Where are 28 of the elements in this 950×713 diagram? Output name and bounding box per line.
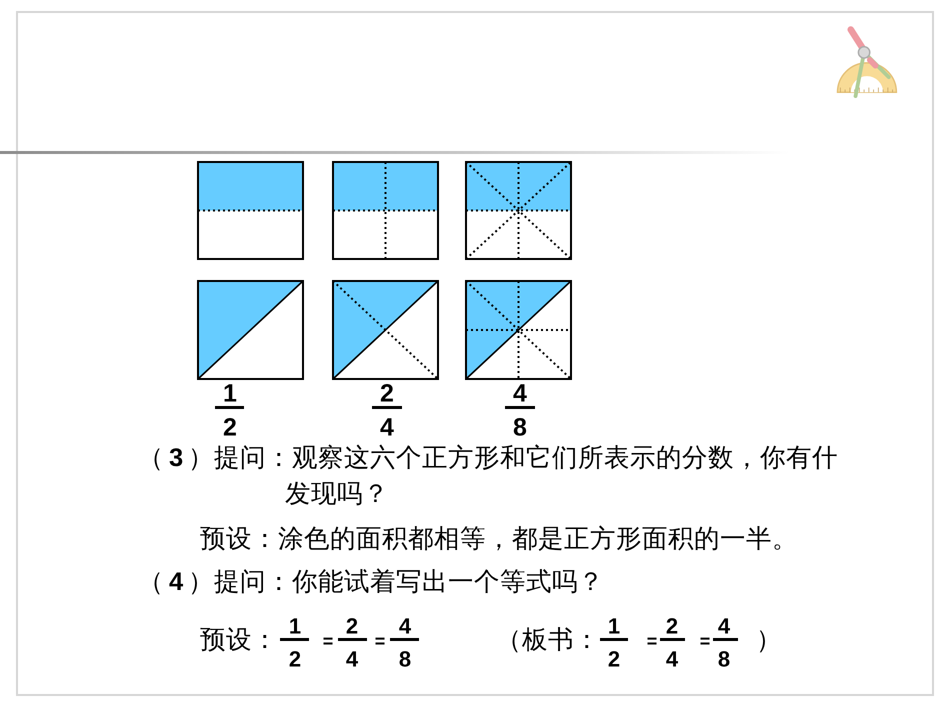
equals-sign: = [646,634,658,648]
fraction-numerator: 2 [346,618,358,634]
fraction-denominator: 2 [608,650,620,668]
fraction-denominator: 8 [513,418,527,438]
closing-bracket: ） [756,624,782,657]
fraction-numerator: 1 [608,618,620,634]
fraction-numerator: 2 [380,384,394,404]
fraction-numerator: 1 [288,618,302,634]
fraction-numerator: 4 [398,618,412,634]
question-text: （3）提问：观察这六个正方形和它们所表示的分数，你有什发现吗？ [138,442,840,511]
equals-sign: = [374,634,386,648]
question-text: （4）提问：你能试着写出一个等式吗？ [138,566,604,599]
fraction-denominator: 4 [666,650,678,668]
fraction-denominator: 8 [398,650,412,668]
equals-sign: = [322,634,334,648]
fraction-denominator: 4 [380,418,394,438]
fraction-denominator: 8 [718,650,730,668]
board-note-text: （板书： [496,624,600,657]
fraction-numerator: 2 [666,618,678,634]
fraction-denominator: 2 [223,418,237,438]
fraction-numerator: 4 [718,618,730,634]
answer-text: 预设：涂色的面积都相等，都是正方形面积的一半。 [200,523,798,556]
fraction-denominator: 2 [288,650,302,668]
fraction-numerator: 4 [513,384,527,404]
fraction-numerator: 1 [223,384,237,404]
fraction-denominator: 4 [346,650,358,668]
equals-sign: = [700,634,710,648]
answer-label: 预设： [200,624,278,657]
